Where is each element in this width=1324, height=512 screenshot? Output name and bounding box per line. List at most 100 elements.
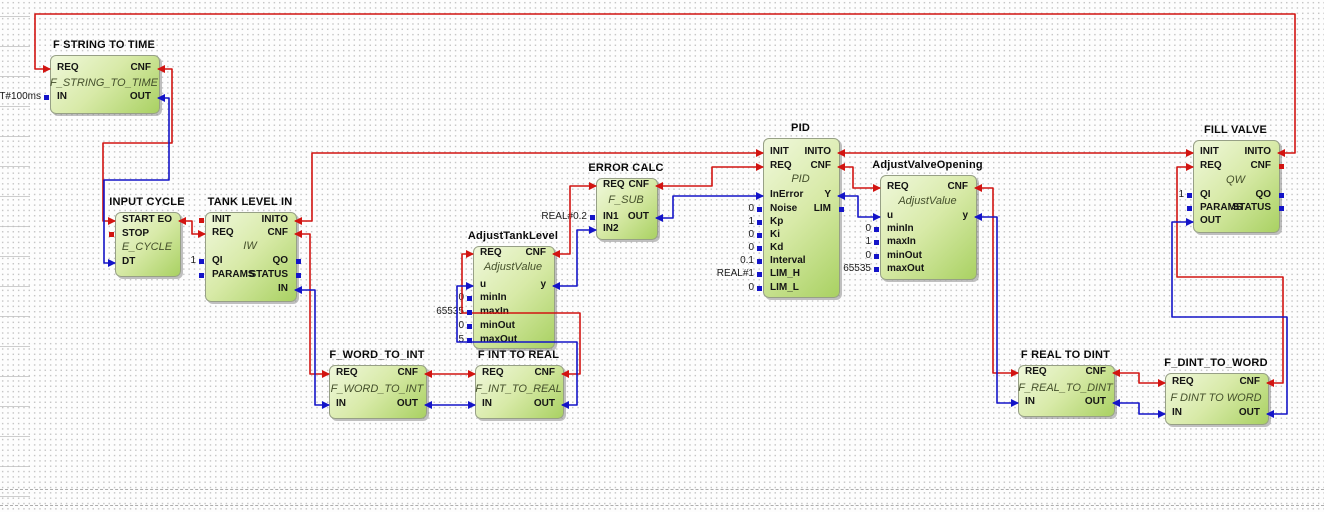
pin-connector-req-arrow[interactable] [589,182,597,190]
pin-connector-dt-arrow[interactable] [108,259,116,267]
pin-connector-req-arrow[interactable] [466,250,474,258]
pin-connector-lim_l-square[interactable] [757,286,762,291]
fbd-block-error-calc[interactable] [596,178,658,240]
pin-literal-qi[interactable]: 1 [1178,189,1184,200]
pin-connector-maxin-square[interactable] [467,310,472,315]
wire-adjust-valve-opening.CNF-to-f-real-to-dint.REQ[interactable] [975,187,1018,374]
pin-connector-in-arrow[interactable] [1011,399,1019,407]
pin-connector-req-arrow[interactable] [1011,369,1019,377]
pin-literal-noise[interactable]: 0 [748,203,754,214]
wire-f-string-to-time.OUT-to-input-cycle.DT[interactable] [103,97,170,264]
pin-connector-y-arrow[interactable] [837,192,845,200]
pin-connector-minout-square[interactable] [874,254,879,259]
pin-connector-init-arrow[interactable] [1186,149,1194,157]
pin-connector-u-arrow[interactable] [873,213,881,221]
pin-connector-params-square[interactable] [199,273,204,278]
pin-connector-in2-arrow[interactable] [589,226,597,234]
pin-connector-in-arrow[interactable] [1158,410,1166,418]
pin-connector-out-arrow[interactable] [1266,410,1274,418]
pin-literal-lim_h[interactable]: REAL#1 [716,268,754,279]
pin-connector-qi-square[interactable] [1187,193,1192,198]
pin-literal-maxout[interactable]: 65535 [843,263,871,274]
pin-connector-inito-arrow[interactable] [294,217,302,225]
pin-connector-out-arrow[interactable] [424,401,432,409]
pin-literal-minin[interactable]: 0 [865,223,871,234]
pin-connector-lim_h-square[interactable] [757,272,762,277]
pin-connector-params-square[interactable] [1187,206,1192,211]
pin-literal-kd[interactable]: 0 [748,242,754,253]
pin-connector-inito-arrow[interactable] [1277,149,1285,157]
pin-connector-y-arrow[interactable] [974,213,982,221]
wire-error-calc.CNF-to-pid.REQ[interactable] [656,166,763,187]
pin-connector-cnf-arrow[interactable] [1112,369,1120,377]
pin-connector-in-square[interactable] [44,95,49,100]
pin-connector-in1-square[interactable] [590,215,595,220]
fbd-block-pid[interactable] [763,138,840,298]
wire-f-int-to-real.CNF-to-adjust-tank-level.REQ[interactable] [461,253,581,375]
pin-literal-interval[interactable]: 0.1 [740,255,754,266]
pin-literal-in1[interactable]: REAL#0.2 [541,211,587,222]
fbd-block-f-int-to-real[interactable] [475,365,564,419]
pin-connector-noise-square[interactable] [757,207,762,212]
fbd-block-f-real-to-dint[interactable] [1018,365,1115,417]
pin-connector-req-arrow[interactable] [756,163,764,171]
pin-connector-cnf-arrow[interactable] [561,370,569,378]
fbd-block-f-word-to-int[interactable] [329,365,427,419]
pin-connector-status-square[interactable] [1279,206,1284,211]
wire-tank-level-in.IN-to-f-word-to-int.IN[interactable] [295,289,329,406]
wire-f-real-to-dint.CNF-to-f-dint-to-word.REQ[interactable] [1113,372,1165,384]
pin-connector-req-arrow[interactable] [873,184,881,192]
fbd-block-fill-valve[interactable] [1193,140,1280,233]
pin-connector-inito-arrow[interactable] [837,149,845,157]
pin-connector-req-arrow[interactable] [1186,163,1194,171]
pin-connector-lim-square[interactable] [839,207,844,212]
pin-connector-cnf-arrow[interactable] [424,370,432,378]
pin-connector-start-arrow[interactable] [108,217,116,225]
pin-literal-kp[interactable]: 1 [748,216,754,227]
pin-connector-maxout-square[interactable] [467,338,472,343]
fbd-block-f-string-to-time[interactable] [50,55,160,114]
pin-connector-in-arrow[interactable] [294,286,302,294]
pin-literal-maxin[interactable]: 65535 [436,306,464,317]
wire-f-int-to-real.OUT-to-adjust-tank-level.u[interactable] [456,285,578,406]
pin-connector-eo-arrow[interactable] [178,217,186,225]
fbd-block-input-cycle[interactable] [115,212,181,277]
wire-adjust-valve-opening.y-to-f-real-to-dint.IN[interactable] [975,216,1018,404]
fbd-block-adjust-tank-level[interactable] [473,246,555,349]
wire-fill-valve.INITO-to-f-string-to-time.REQ[interactable] [34,13,1296,154]
pin-literal-in[interactable]: T#100ms [0,91,41,102]
pin-connector-cnf-arrow[interactable] [837,163,845,171]
pin-literal-minout[interactable]: 0 [865,250,871,261]
fbd-block-tank-level-in[interactable] [205,212,297,302]
wire-adjust-tank-level.y-to-error-calc.IN2[interactable] [553,229,596,287]
pin-connector-maxout-square[interactable] [874,267,879,272]
pin-literal-qi[interactable]: 1 [190,255,196,266]
wire-tank-level-in.CNF-to-f-word-to-int.REQ[interactable] [295,233,329,375]
pin-connector-init-square[interactable] [199,218,204,223]
pin-connector-out-arrow[interactable] [1186,218,1194,226]
wire-f-dint-to-word.CNF-to-fill-valve.REQ[interactable] [1176,166,1284,384]
pin-connector-minin-square[interactable] [467,296,472,301]
wire-tank-level-in.INITO-to-pid.INIT[interactable] [295,152,763,222]
wire-error-calc.OUT-to-pid.InError[interactable] [656,195,763,219]
pin-connector-cnf-arrow[interactable] [974,184,982,192]
pin-connector-out-arrow[interactable] [1112,399,1120,407]
pin-connector-interval-square[interactable] [757,259,762,264]
pin-connector-init-arrow[interactable] [756,149,764,157]
pin-connector-y-arrow[interactable] [552,282,560,290]
wire-f-string-to-time.CNF-to-input-cycle.START[interactable] [102,68,173,222]
pin-connector-cnf-arrow[interactable] [655,182,663,190]
pin-connector-minin-square[interactable] [874,227,879,232]
wire-pid.Y-to-adjust-valve-opening.u[interactable] [838,195,880,218]
pin-connector-minout-square[interactable] [467,324,472,329]
pin-connector-qo-square[interactable] [296,259,301,264]
pin-connector-ki-square[interactable] [757,233,762,238]
pin-connector-req-arrow[interactable] [322,370,330,378]
pin-connector-out-arrow[interactable] [157,94,165,102]
pin-connector-req-arrow[interactable] [198,230,206,238]
pin-literal-lim_l[interactable]: 0 [748,282,754,293]
wire-pid.CNF-to-adjust-valve-opening.REQ[interactable] [838,166,880,189]
pin-connector-kp-square[interactable] [757,220,762,225]
pin-connector-in-arrow[interactable] [468,401,476,409]
